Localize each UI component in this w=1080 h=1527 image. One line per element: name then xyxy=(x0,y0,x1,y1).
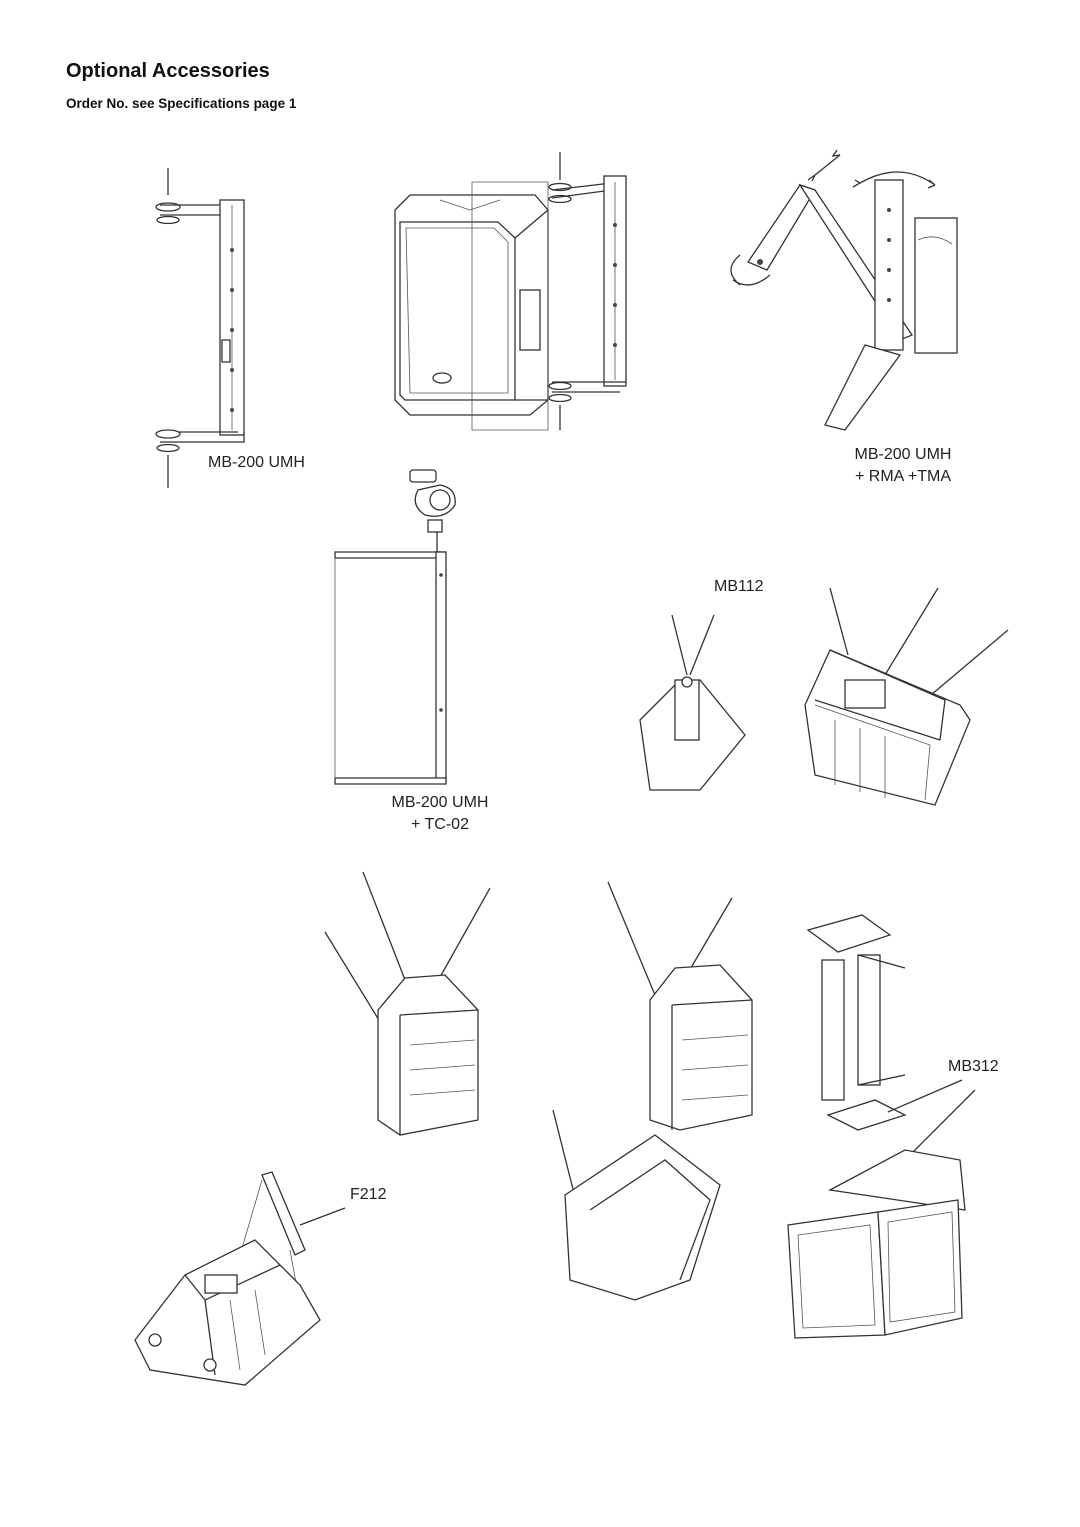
caption-mb200-rma-tma-line2: + RMA +TMA xyxy=(854,468,952,485)
u-bracket-icon xyxy=(471,152,627,431)
speaker-cabinet-icon xyxy=(394,194,549,416)
caption-mb312: MB312 xyxy=(948,1058,999,1075)
truss-clamp-icon xyxy=(409,469,456,555)
cluster-speaker-icon xyxy=(787,1149,966,1339)
cluster-speaker-icon xyxy=(639,587,1009,806)
page-subtitle: Order No. see Specifications page 1 xyxy=(66,96,297,111)
caption-mb200-tc02-line1: MB-200 UMH xyxy=(391,794,489,811)
page-title: Optional Accessories xyxy=(66,60,270,82)
cluster-speaker-icon xyxy=(552,881,753,1301)
floor-monitor-icon xyxy=(134,1171,346,1386)
cluster-speaker-icon xyxy=(324,871,491,1136)
caption-f212: F212 xyxy=(350,1186,387,1203)
u-bracket-icon xyxy=(806,914,976,1166)
caption-mb112: MB112 xyxy=(714,578,764,595)
ceiling-mount-icon xyxy=(334,551,447,785)
u-bracket-icon xyxy=(155,168,245,488)
caption-mb200-rma-tma-line1: MB-200 UMH xyxy=(854,446,952,463)
caption-mb200-tc02-line2: + TC-02 xyxy=(411,816,469,833)
swivel-arm-mount-icon xyxy=(730,149,958,431)
caption-mb200-umh: MB-200 UMH xyxy=(208,454,305,471)
